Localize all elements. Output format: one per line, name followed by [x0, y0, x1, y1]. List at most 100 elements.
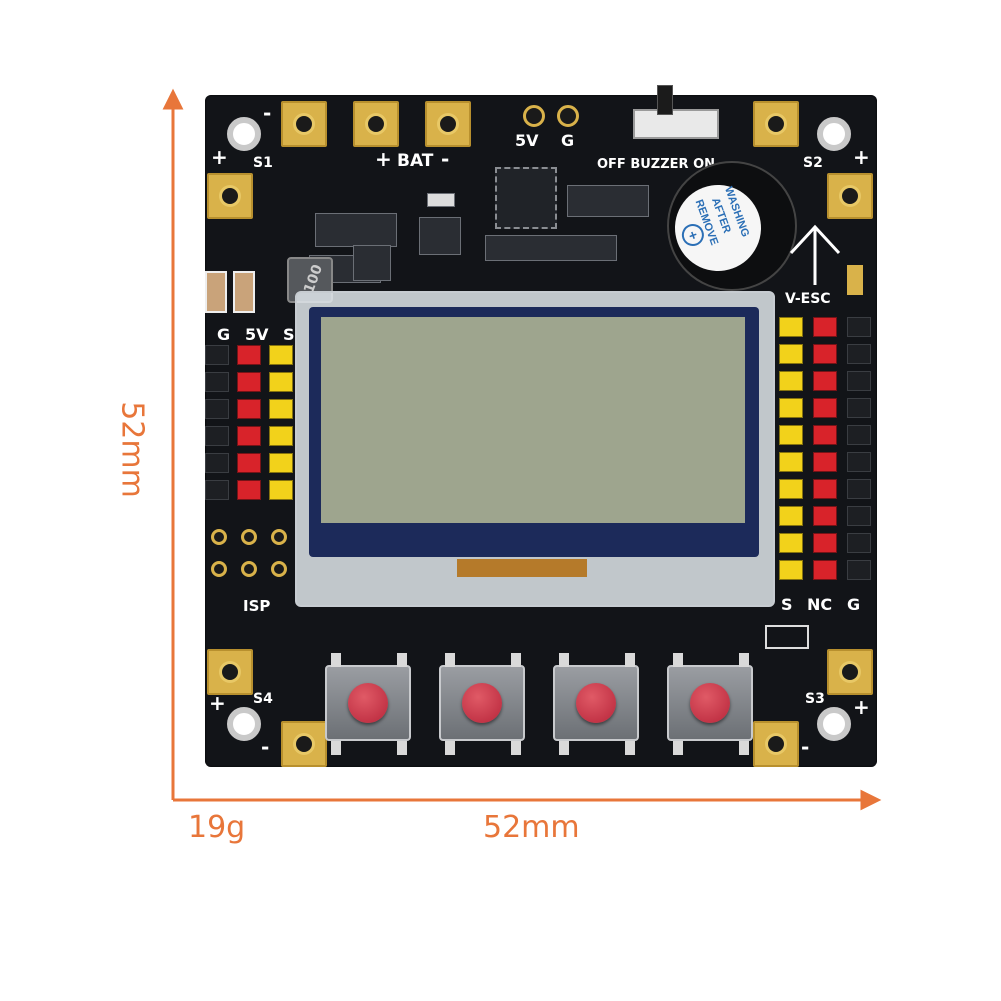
header-pin[interactable] [813, 371, 837, 391]
header-pin[interactable] [237, 426, 261, 446]
right-pin-header [777, 317, 877, 587]
header-right-label-g: G [847, 595, 861, 614]
header-pin[interactable] [847, 533, 871, 553]
push-button-cap[interactable] [348, 683, 388, 723]
buzzer-slide-switch[interactable] [633, 85, 719, 139]
header-pin[interactable] [779, 317, 803, 337]
header-pin[interactable] [237, 453, 261, 473]
header-pin[interactable] [205, 453, 229, 473]
right-arrowhead-icon [860, 789, 882, 811]
smd-regulator [419, 217, 461, 255]
s1-minus-label: - [263, 101, 272, 125]
button-leg [739, 653, 749, 667]
s4-plus-label: + [209, 691, 226, 715]
button-leg [511, 741, 521, 755]
button-leg [331, 741, 341, 755]
lcd-connector [457, 559, 587, 577]
header-pin[interactable] [847, 344, 871, 364]
isp-via [211, 529, 227, 545]
header-pin[interactable] [269, 399, 293, 419]
header-pin[interactable] [847, 506, 871, 526]
button-leg [625, 653, 635, 667]
v-esc-label: V-ESC [785, 291, 831, 307]
isp-via [241, 561, 257, 577]
header-pin[interactable] [813, 425, 837, 445]
header-pin[interactable] [269, 480, 293, 500]
header-pin[interactable] [813, 479, 837, 499]
push-button-cap[interactable] [462, 683, 502, 723]
lcd-frame [295, 291, 775, 607]
five-v-label: 5V [515, 131, 539, 150]
header-right-label-s: S [781, 595, 793, 614]
mounting-hole [817, 117, 851, 151]
header-pin[interactable] [813, 317, 837, 337]
v-esc-jumper [847, 265, 863, 295]
push-button-3[interactable] [553, 653, 639, 755]
button-leg [331, 653, 341, 667]
height-label: 52mm [114, 401, 150, 498]
header-pin[interactable] [847, 398, 871, 418]
header-pin[interactable] [205, 345, 229, 365]
header-pin[interactable] [779, 560, 803, 580]
header-pin[interactable] [779, 533, 803, 553]
header-pin[interactable] [779, 452, 803, 472]
header-pin[interactable] [813, 344, 837, 364]
header-pin[interactable] [237, 480, 261, 500]
isp-label: ISP [243, 597, 271, 615]
s2-plus-label: + [853, 145, 870, 169]
header-pin[interactable] [205, 480, 229, 500]
header-pin[interactable] [813, 506, 837, 526]
button-leg [445, 741, 455, 755]
push-button-2[interactable] [439, 653, 525, 755]
button-leg [559, 741, 569, 755]
header-pin[interactable] [205, 372, 229, 392]
header-pin[interactable] [237, 399, 261, 419]
header-pin[interactable] [779, 371, 803, 391]
s3-label: S3 [805, 691, 825, 707]
header-pin[interactable] [813, 533, 837, 553]
left-pin-header [205, 345, 297, 515]
header-pin[interactable] [847, 425, 871, 445]
button-leg [739, 741, 749, 755]
push-button-cap[interactable] [690, 683, 730, 723]
header-pin[interactable] [813, 452, 837, 472]
smd-transistor [353, 245, 391, 281]
header-pin[interactable] [847, 317, 871, 337]
motor-pad-s4-neg [281, 721, 327, 767]
header-pin[interactable] [269, 372, 293, 392]
header-pin[interactable] [813, 560, 837, 580]
isp-via [211, 561, 227, 577]
header-pin[interactable] [269, 345, 293, 365]
header-pin[interactable] [779, 479, 803, 499]
header-pin[interactable] [847, 452, 871, 472]
weight-label: 19g [188, 810, 246, 845]
isp-via [271, 529, 287, 545]
header-right-label-nc: NC [807, 595, 833, 614]
header-pin[interactable] [205, 426, 229, 446]
header-pin[interactable] [847, 371, 871, 391]
header-pin[interactable] [269, 426, 293, 446]
header-pin[interactable] [237, 372, 261, 392]
battery-pad-pos [353, 101, 399, 147]
header-pin[interactable] [205, 399, 229, 419]
push-button-cap[interactable] [576, 683, 616, 723]
motor-pad-s3-pos [827, 649, 873, 695]
header-pin[interactable] [847, 560, 871, 580]
header-pin[interactable] [779, 506, 803, 526]
header-pin[interactable] [237, 345, 261, 365]
button-leg [445, 653, 455, 667]
button-leg [559, 653, 569, 667]
header-pin[interactable] [779, 425, 803, 445]
header-pin[interactable] [813, 398, 837, 418]
switch-knob[interactable] [657, 85, 673, 115]
mounting-hole [227, 117, 261, 151]
push-button-1[interactable] [325, 653, 411, 755]
header-pin[interactable] [779, 344, 803, 364]
header-pin[interactable] [847, 479, 871, 499]
push-button-4[interactable] [667, 653, 753, 755]
header-pin[interactable] [779, 398, 803, 418]
header-pin[interactable] [269, 453, 293, 473]
button-leg [511, 653, 521, 667]
s3-plus-label: + [853, 695, 870, 719]
